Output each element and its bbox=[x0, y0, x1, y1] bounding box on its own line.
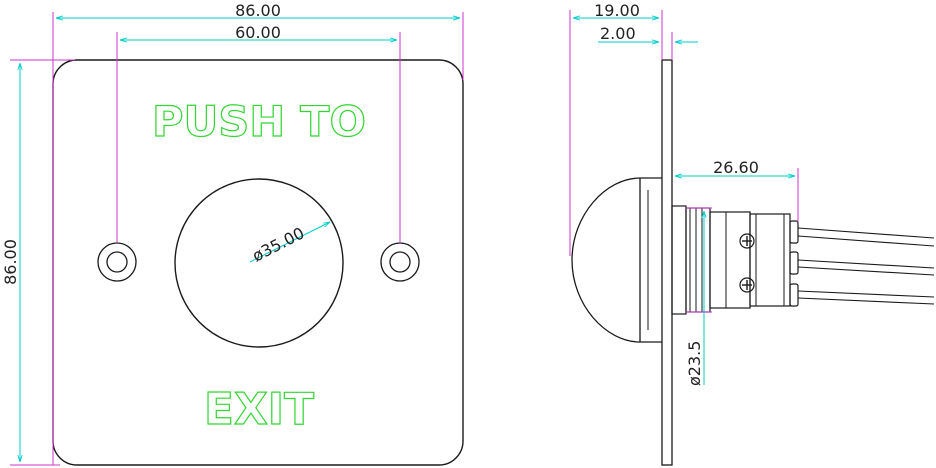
wires bbox=[797, 227, 935, 305]
side-view: 19.00 2.00 26.60 ø23.5 bbox=[569, 1, 935, 466]
mounting-hole-left bbox=[97, 242, 137, 282]
dim-hole-spacing-label: 60.00 bbox=[235, 23, 281, 42]
side-plate bbox=[661, 59, 673, 466]
dim-width-label: 86.00 bbox=[235, 1, 281, 20]
dim-depth-label: 19.00 bbox=[594, 1, 640, 20]
label-push-to: PUSH TO bbox=[152, 97, 366, 146]
mounting-hole-right bbox=[380, 242, 420, 282]
terminal-screw-icon bbox=[739, 233, 755, 249]
push-button-circle bbox=[174, 178, 344, 348]
dome-button bbox=[571, 177, 662, 343]
switch-block bbox=[709, 211, 791, 309]
front-view: ø35.00 PUSH TO EXIT 86.00 60.00 86.00 bbox=[1, 1, 464, 466]
button-diameter-label: ø35.00 bbox=[249, 223, 307, 265]
button-diameter-leader bbox=[249, 222, 330, 263]
terminal-screw-icon bbox=[739, 277, 755, 293]
dim-height-label: 86.00 bbox=[1, 239, 20, 285]
dim-plate-thickness-label: 2.00 bbox=[600, 24, 636, 43]
terminal-connectors bbox=[789, 220, 799, 307]
dim-body-length-label: 26.60 bbox=[713, 158, 759, 177]
dim-body-diameter-label: ø23.5 bbox=[685, 341, 704, 386]
label-exit: EXIT bbox=[204, 384, 314, 435]
